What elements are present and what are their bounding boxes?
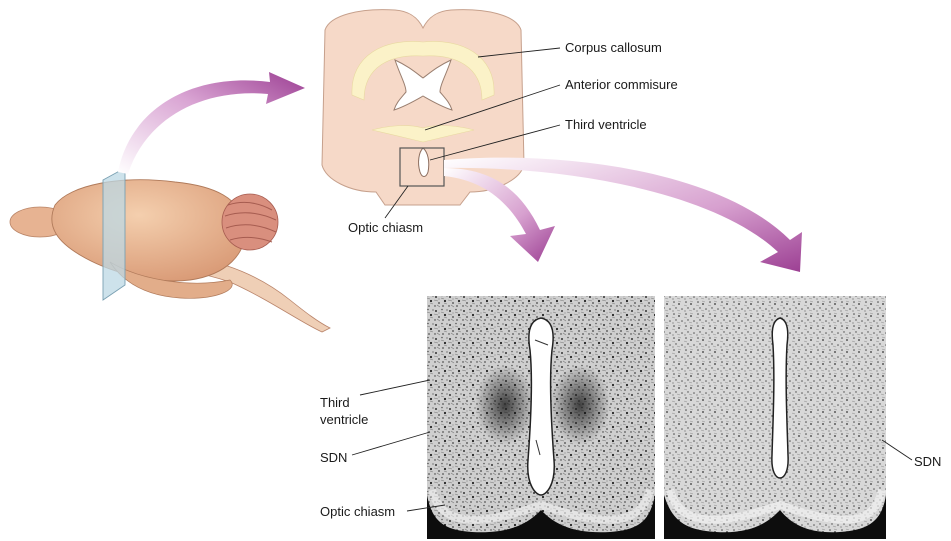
rat-brain-illustration — [10, 168, 330, 332]
label-sdn-left: SDN — [320, 450, 347, 465]
label-optic-chiasm-top: Optic chiasm — [348, 220, 423, 235]
label-third-ventricle-left-line2: ventricle — [320, 412, 368, 427]
label-third-ventricle-left-line1: Third — [320, 395, 350, 410]
micrograph-image — [427, 296, 655, 539]
curved-arrow-icon — [118, 72, 305, 174]
label-third-ventricle-top: Third ventricle — [565, 117, 647, 132]
label-sdn-right: SDN — [914, 454, 941, 469]
label-optic-chiasm-left: Optic chiasm — [320, 504, 395, 519]
label-anterior-commissure: Anterior commisure — [565, 77, 678, 92]
label-corpus-callosum: Corpus callosum — [565, 40, 662, 55]
micrograph-image — [664, 296, 886, 539]
